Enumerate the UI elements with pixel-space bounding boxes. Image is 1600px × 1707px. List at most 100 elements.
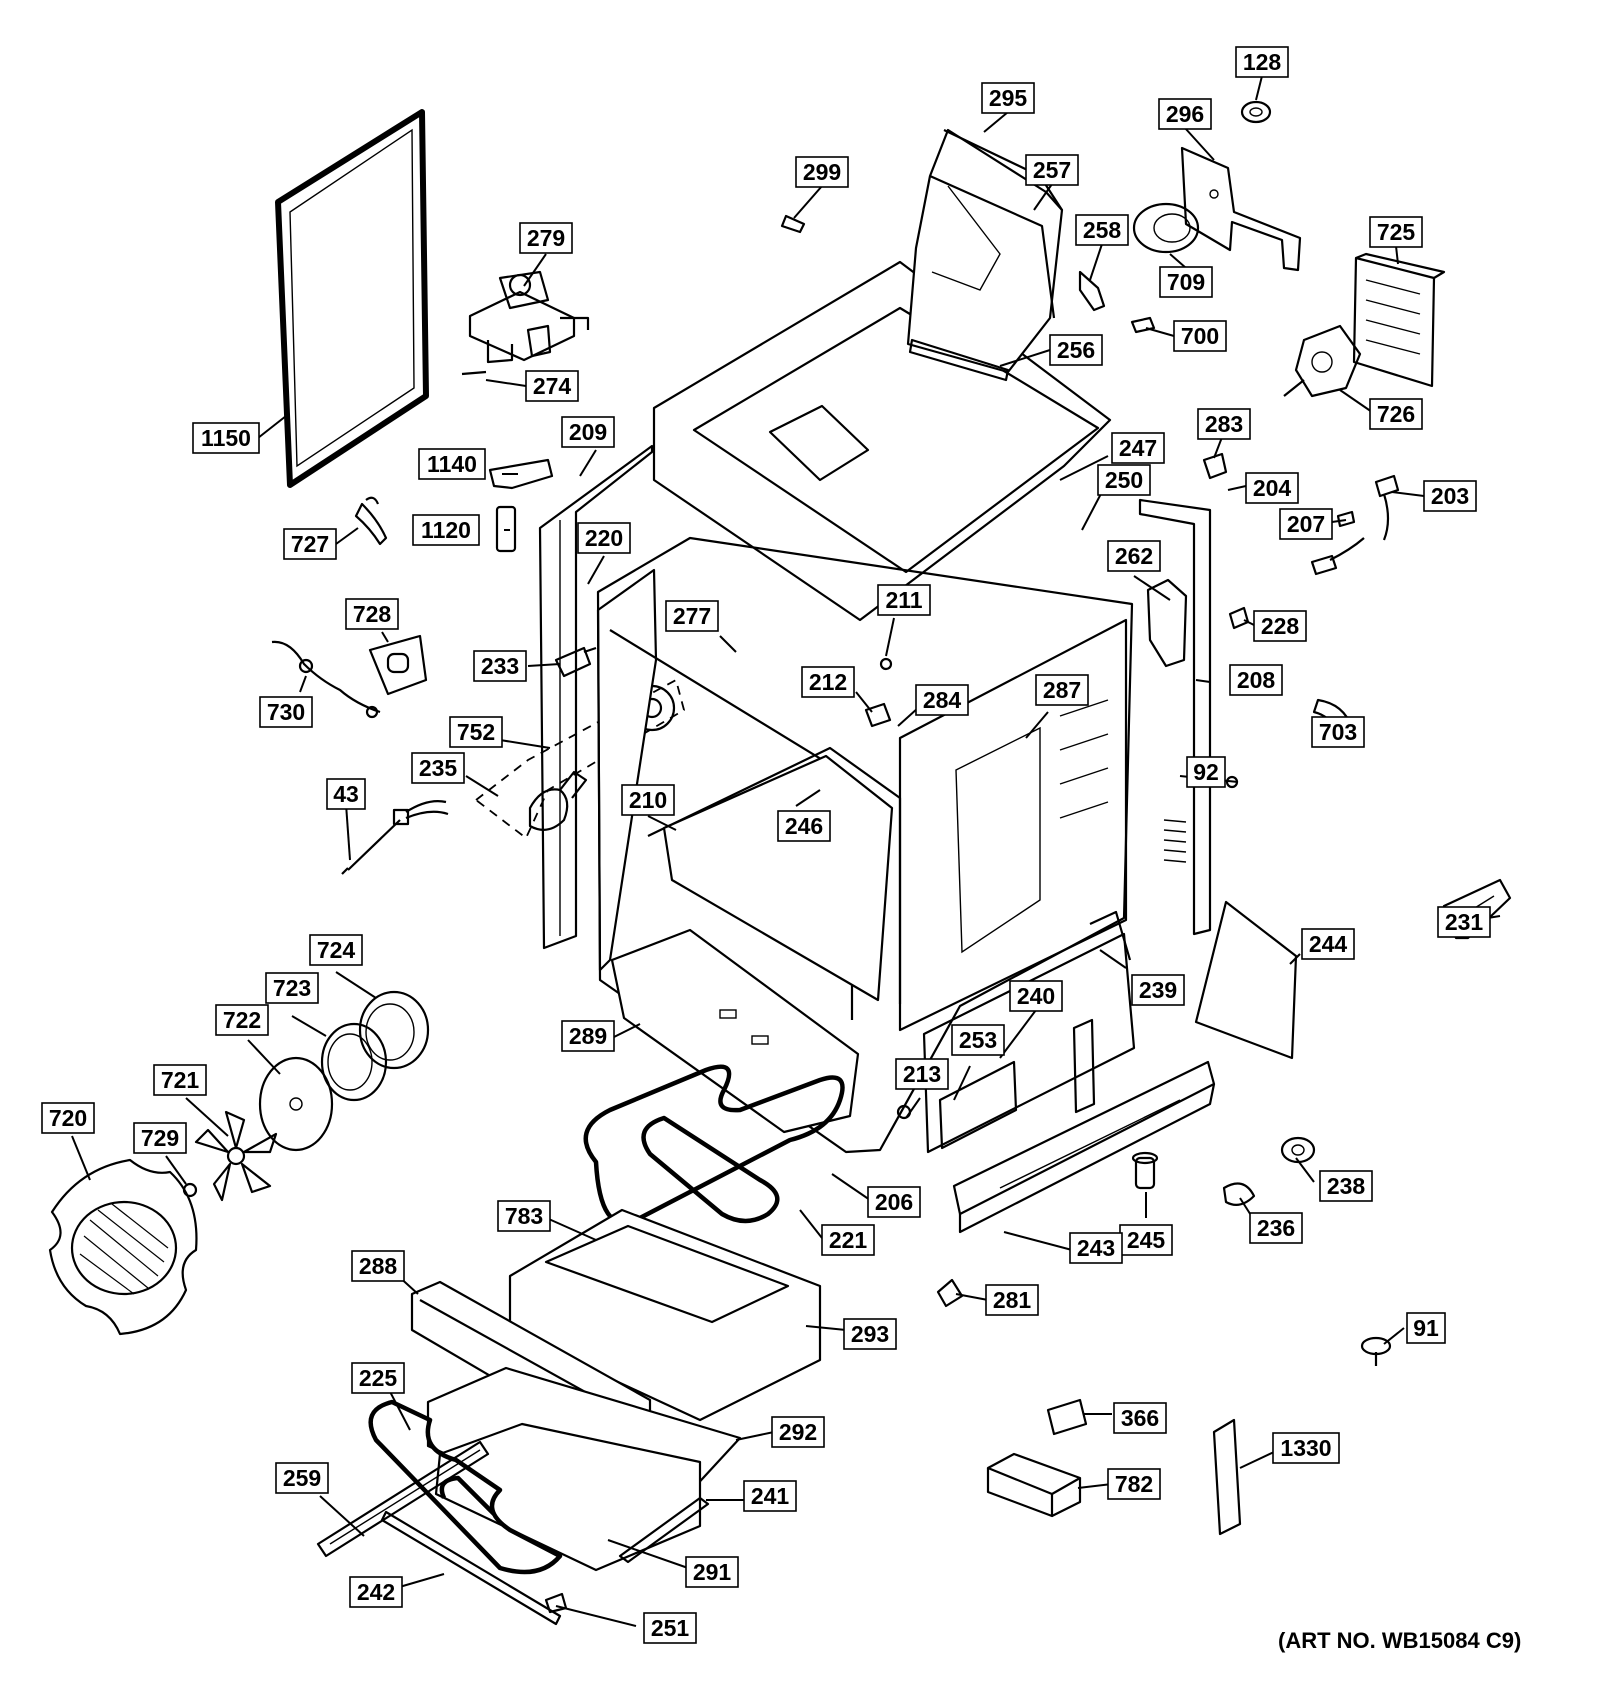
callout-284: 284	[915, 684, 969, 716]
callout-box	[1279, 508, 1333, 540]
callout-244: 244	[1301, 928, 1355, 960]
callout-box	[215, 1004, 269, 1036]
callout-709: 709	[1159, 266, 1213, 298]
callout-721: 721	[153, 1064, 207, 1096]
callout-206: 206	[867, 1186, 921, 1218]
callout-box	[1369, 398, 1423, 430]
callout-783: 783	[497, 1200, 551, 1232]
callout-291: 291	[685, 1556, 739, 1588]
callout-label: 366	[1121, 1405, 1159, 1431]
callout-1330: 1330	[1272, 1432, 1340, 1464]
callout-box	[1437, 906, 1491, 938]
callout-label: 292	[779, 1419, 817, 1445]
callout-277: 277	[665, 600, 719, 632]
callout-box	[412, 514, 480, 546]
callout-259: 259	[275, 1462, 329, 1494]
callout-label: 288	[359, 1253, 398, 1279]
callout-box	[1319, 1170, 1373, 1202]
callout-box	[283, 528, 337, 560]
callout-label: 782	[1115, 1471, 1153, 1497]
callout-label: 281	[993, 1287, 1032, 1313]
callout-box	[1197, 408, 1251, 440]
callout-728: 728	[345, 598, 399, 630]
part-721-fan-blade	[194, 1110, 278, 1202]
callout-label: 207	[1287, 511, 1325, 537]
callout-245: 245	[1119, 1224, 1173, 1256]
callout-box	[895, 1058, 949, 1090]
callout-box	[1245, 472, 1299, 504]
part-128-washer	[1240, 100, 1272, 124]
callout-203: 203	[1423, 480, 1477, 512]
callout-207: 207	[1279, 508, 1333, 540]
callout-box	[665, 600, 719, 632]
callout-box	[1009, 980, 1063, 1012]
callout-box	[41, 1102, 95, 1134]
part-242-slide-rail	[380, 1510, 562, 1626]
callout-box	[1186, 756, 1226, 788]
callout-box	[951, 1024, 1005, 1056]
callout-274: 274	[525, 370, 579, 402]
callout-label: 709	[1167, 269, 1205, 295]
part-241-rail	[618, 1496, 710, 1564]
callout-label: 238	[1327, 1173, 1366, 1199]
callout-label: 721	[161, 1067, 200, 1093]
callout-label: 722	[223, 1007, 261, 1033]
part-723-fan-element	[320, 1022, 388, 1102]
callout-257: 257	[1025, 154, 1079, 186]
callout-235: 235	[411, 752, 465, 784]
callout-box	[1229, 664, 1283, 696]
callout-box	[1173, 320, 1227, 352]
part-727-clip	[354, 496, 388, 546]
part-225-broil-element	[368, 1399, 563, 1575]
callout-label: 220	[585, 525, 623, 551]
callout-1150: 1150	[192, 422, 260, 454]
callout-box	[345, 598, 399, 630]
callout-box	[497, 1200, 551, 1232]
part-782-cover	[986, 1452, 1082, 1518]
part-722-fan-baffle	[258, 1056, 334, 1152]
callout-label: 262	[1115, 543, 1153, 569]
part-1140-bracket	[488, 458, 554, 490]
callout-label: 228	[1261, 613, 1300, 639]
callout-209: 209	[561, 416, 615, 448]
callout-label: 250	[1105, 467, 1143, 493]
part-257-vent-duct	[906, 128, 1064, 374]
callout-287: 287	[1035, 674, 1089, 706]
callout-128: 128	[1235, 46, 1289, 78]
callout-box	[153, 1064, 207, 1096]
part-720-fan-cover	[48, 1158, 198, 1336]
part-730-wire-harness	[271, 640, 381, 719]
part-256-vent-flange	[908, 338, 1010, 382]
callout-label: 730	[267, 699, 305, 725]
callout-box	[577, 522, 631, 554]
callout-723: 723	[265, 972, 319, 1004]
callout-289: 289	[561, 1020, 615, 1052]
callout-725: 725	[1369, 216, 1423, 248]
callout-box	[349, 1576, 403, 1608]
callout-label: 247	[1119, 435, 1157, 461]
callout-label: 257	[1033, 157, 1071, 183]
callout-43: 43	[326, 778, 366, 810]
callout-box	[685, 1556, 739, 1588]
callout-label: 295	[989, 85, 1028, 111]
part-209-left-side-panel	[538, 444, 654, 950]
part-240-front-frame	[896, 910, 1136, 1154]
callout-225: 225	[351, 1362, 405, 1394]
callout-label: 274	[533, 373, 572, 399]
callout-box	[351, 1362, 405, 1394]
callout-box	[777, 810, 831, 842]
callout-label: 256	[1057, 337, 1095, 363]
callout-292: 292	[771, 1416, 825, 1448]
callout-262: 262	[1107, 540, 1161, 572]
leader-lines	[71, 75, 1501, 1627]
callout-91: 91	[1406, 1312, 1446, 1344]
callout-366: 366	[1113, 1402, 1167, 1434]
callout-box	[519, 222, 573, 254]
callout-label: 259	[283, 1465, 321, 1491]
callout-box	[1113, 1402, 1167, 1434]
part-291-drawer-pan	[434, 1422, 702, 1572]
callout-box	[821, 1224, 875, 1256]
callout-1140: 1140	[418, 448, 486, 480]
callout-label: 128	[1243, 49, 1282, 75]
